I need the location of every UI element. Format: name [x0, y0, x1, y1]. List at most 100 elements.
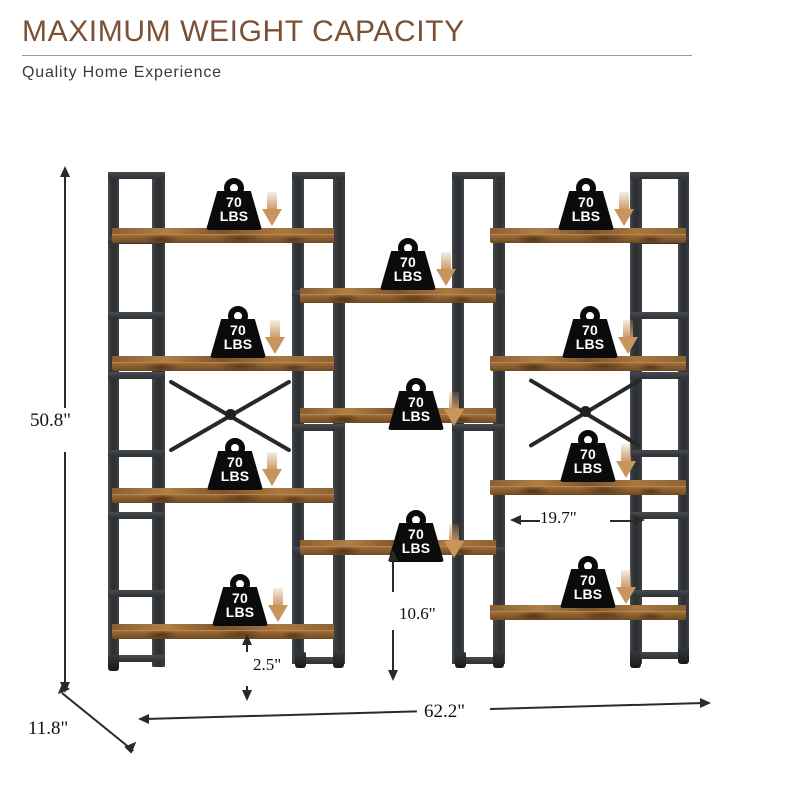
shelf-span-arrow-right	[634, 515, 645, 525]
shelf-front-edge	[300, 294, 496, 303]
right-shelf-4	[490, 605, 686, 621]
shelf-surface	[300, 288, 496, 295]
arrow-head	[444, 541, 464, 558]
right-foot-outer	[678, 648, 689, 664]
arrow-stem	[621, 570, 631, 589]
left-frame-rung-top	[108, 172, 165, 179]
arrow-stem	[441, 252, 451, 271]
page-subtitle: Quality Home Experience	[22, 63, 222, 81]
height-dim-label: 50.8"	[30, 410, 72, 431]
right-shelf-1	[490, 228, 686, 244]
clearance-arrow-bottom	[242, 690, 252, 701]
shelf-surface	[112, 356, 334, 363]
depth-dim-label: 11.8"	[28, 718, 69, 739]
arrow-stem	[621, 444, 631, 463]
load-arrow-left-2	[265, 320, 285, 354]
shelf-spacing-line-lower	[392, 630, 394, 675]
right-frame-rung-4	[630, 450, 689, 457]
middle-right-divider-rung-2	[452, 424, 505, 431]
shelf-front-edge	[490, 234, 686, 243]
shelf-surface	[112, 228, 334, 235]
shelf-front-edge	[490, 486, 686, 495]
right-frame-rung-6	[630, 590, 689, 597]
brace-hub	[579, 405, 591, 417]
arrow-head	[268, 605, 288, 622]
load-arrow-right-2	[618, 320, 638, 354]
left-shelf-2	[112, 356, 334, 372]
middle-shelf-1	[300, 288, 496, 304]
shelf-span-line-left	[517, 520, 540, 522]
shelf-front-edge	[112, 630, 334, 639]
shelf-surface	[490, 480, 686, 487]
shelf-spacing-arrow-bottom	[388, 670, 398, 681]
arrow-head	[618, 337, 638, 354]
left-frame-rung-4	[108, 450, 165, 457]
shelf-front-edge	[490, 611, 686, 620]
weight-block-icon	[388, 391, 444, 430]
right-x-brace	[520, 372, 650, 450]
load-arrow-middle-3	[444, 524, 464, 558]
depth-dim-line	[61, 692, 134, 752]
height-dim-line-upper	[64, 172, 66, 408]
shelf-front-edge	[112, 234, 334, 243]
shelf-front-edge	[112, 362, 334, 371]
load-arrow-right-3	[616, 444, 636, 478]
middle-right-divider-rung-top	[452, 172, 505, 179]
left-frame-outer-post-right	[152, 172, 165, 667]
left-frame-rung-bottom	[108, 655, 165, 662]
arrow-stem	[273, 588, 283, 607]
load-arrow-left-3	[262, 452, 282, 486]
shelf-surface	[490, 605, 686, 612]
clearance-arrow-top	[242, 634, 252, 645]
height-dim-line-lower	[64, 452, 66, 688]
width-dim-label: 62.2"	[424, 701, 466, 722]
arrow-head	[616, 461, 636, 478]
right-shelf-3	[490, 480, 686, 496]
left-middle-divider-rung-bottom	[292, 657, 345, 664]
shelf-surface	[112, 624, 334, 631]
width-dim-line-left	[144, 710, 417, 720]
middle-right-divider-rung-bottom	[452, 657, 505, 664]
left-middle-divider-rung-top	[292, 172, 345, 179]
weight-block-icon	[380, 251, 436, 290]
arrow-head	[265, 337, 285, 354]
left-frame-rung-5	[108, 512, 165, 519]
load-arrow-left-1	[262, 192, 282, 226]
shelf-span-label: 19.7"	[540, 508, 577, 527]
shelf-surface	[490, 356, 686, 363]
right-frame-rung-2	[630, 312, 689, 319]
load-arrow-middle-1	[436, 252, 456, 286]
left-frame-rung-3	[108, 372, 165, 379]
load-arrow-left-4	[268, 588, 288, 622]
shelf-surface	[112, 488, 334, 495]
right-shelf-2	[490, 356, 686, 372]
depth-dim-arrow-lower	[124, 738, 140, 754]
page-title: MAXIMUM WEIGHT CAPACITY	[22, 15, 465, 48]
width-dim-arrow-right	[700, 698, 711, 708]
arrow-head	[262, 209, 282, 226]
arrow-stem	[449, 524, 459, 543]
arrow-stem	[623, 320, 633, 339]
left-middle-divider-rung-2	[292, 424, 345, 431]
left-frame-outer-post-left	[108, 172, 119, 662]
left-shelf-3	[112, 488, 334, 504]
width-dim-arrow-left	[138, 714, 149, 724]
load-arrow-right-1	[614, 192, 634, 226]
left-frame-rung-2	[108, 312, 165, 319]
arrow-stem	[267, 452, 277, 471]
right-frame-rung-bottom	[630, 652, 689, 659]
right-frame-rung-3	[630, 372, 689, 379]
